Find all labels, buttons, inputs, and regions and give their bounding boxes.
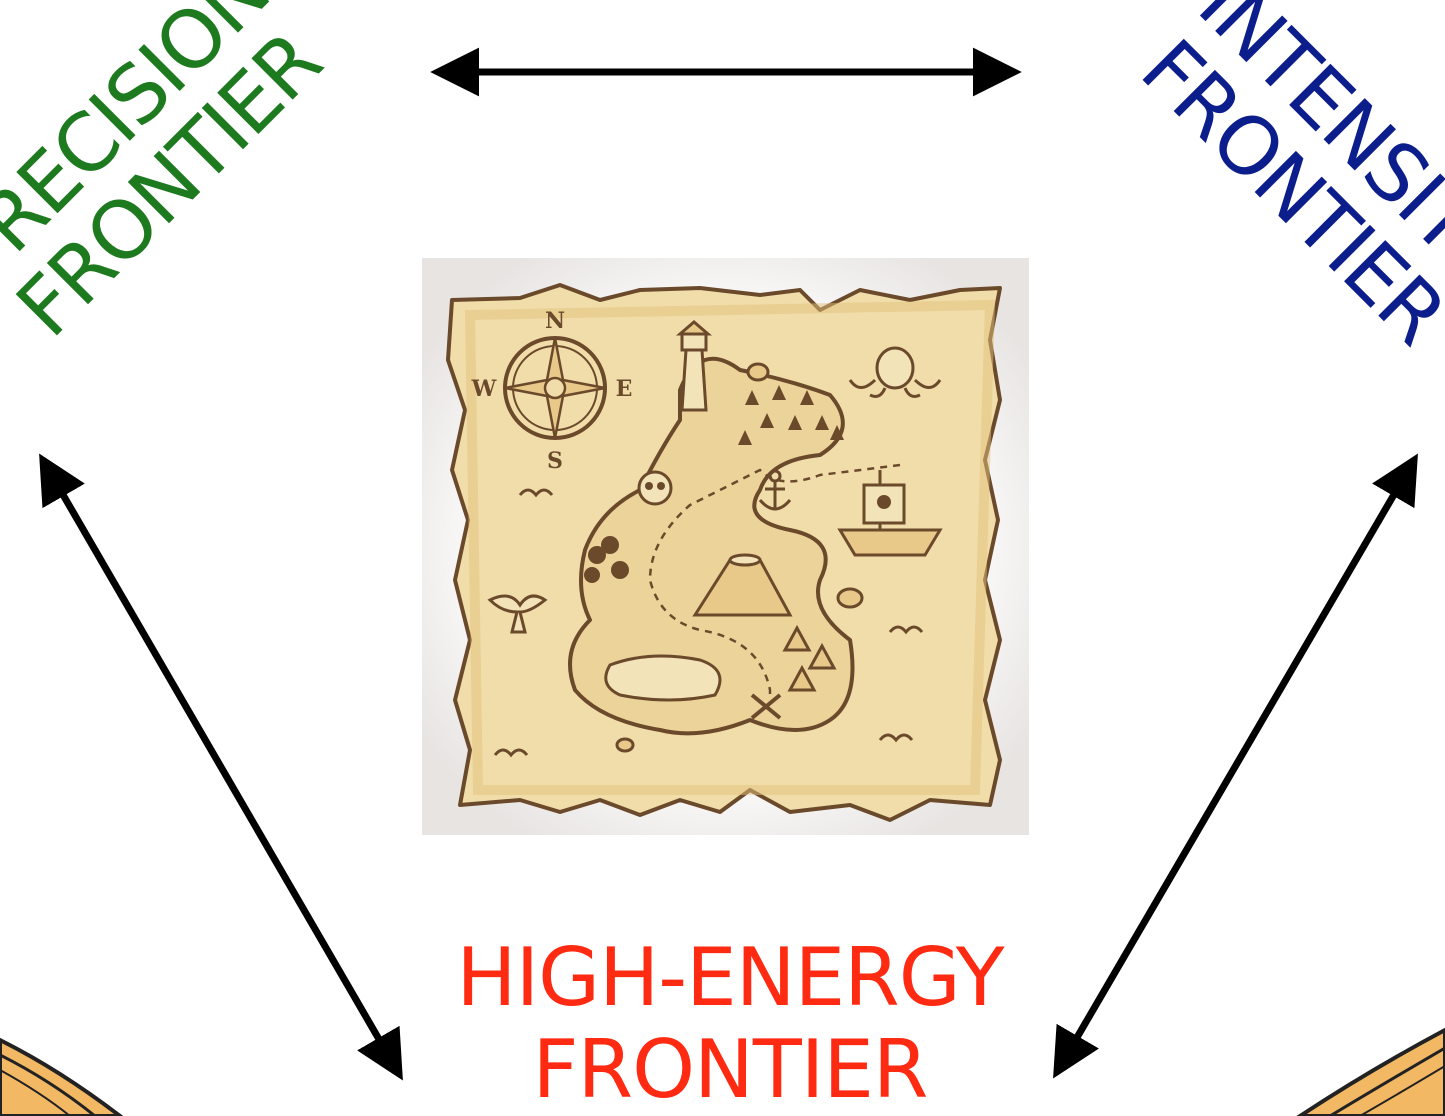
scroll-edge-left: [0, 1040, 120, 1116]
skull-icon: [639, 472, 671, 504]
treasure-map-icon: N S E W: [422, 258, 1029, 835]
compass-s: S: [547, 448, 563, 474]
compass-e: E: [616, 376, 633, 402]
energy-line-2: FRONTIER: [360, 1030, 1100, 1110]
compass-w: W: [471, 376, 497, 402]
double-arrow-icon: [1058, 462, 1413, 1070]
compass-n: N: [545, 308, 565, 334]
double-arrow-icon: [44, 462, 398, 1072]
scroll-edge-right: [1300, 1030, 1445, 1116]
energy-line-1: HIGH-ENERGY: [360, 938, 1100, 1018]
lighthouse-icon: [680, 322, 708, 410]
energy-frontier-label: HIGH-ENERGY FRONTIER: [360, 938, 1100, 1110]
